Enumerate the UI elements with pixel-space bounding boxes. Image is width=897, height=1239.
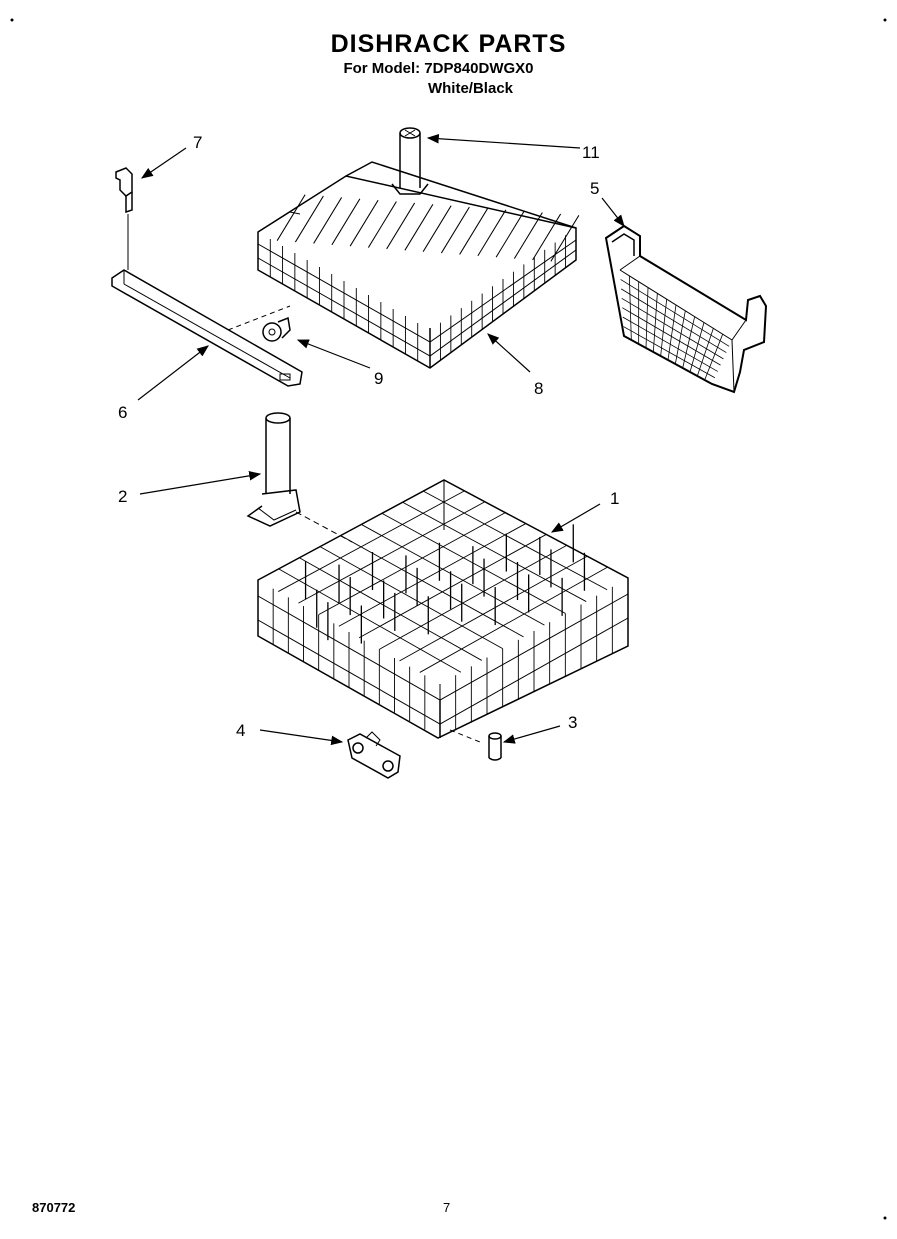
- callout-6: 6: [118, 403, 127, 422]
- callout-3: 3: [568, 713, 577, 732]
- page-number: 7: [443, 1200, 451, 1215]
- part-6-rail: [111, 269, 303, 387]
- part-3-stud: [449, 729, 502, 761]
- document-number: 870772: [32, 1200, 76, 1215]
- callout-7: 7: [193, 133, 202, 152]
- color-option: White/Black: [427, 80, 514, 97]
- callout-4: 4: [236, 721, 245, 740]
- callout-8: 8: [534, 379, 543, 398]
- part-8-upper-rack: [257, 161, 580, 369]
- callout-5: 5: [590, 179, 599, 198]
- callout-9: 9: [374, 369, 383, 388]
- part-11-post: [391, 127, 429, 195]
- page-title: DISHRACK PARTS: [330, 30, 567, 58]
- callout-2: 2: [118, 487, 127, 506]
- part-7-clip: [115, 167, 133, 270]
- part-5-silverware-basket: [604, 224, 768, 394]
- part-9-roller: [262, 316, 291, 342]
- model-number: For Model: 7DP840DWGX0: [343, 60, 534, 77]
- callout-1: 1: [610, 489, 619, 508]
- part-1-lower-rack: [257, 479, 629, 739]
- callout-11: 11: [582, 143, 600, 162]
- part-2-tower: [246, 412, 353, 543]
- part-4-wheel-bracket: [347, 731, 401, 779]
